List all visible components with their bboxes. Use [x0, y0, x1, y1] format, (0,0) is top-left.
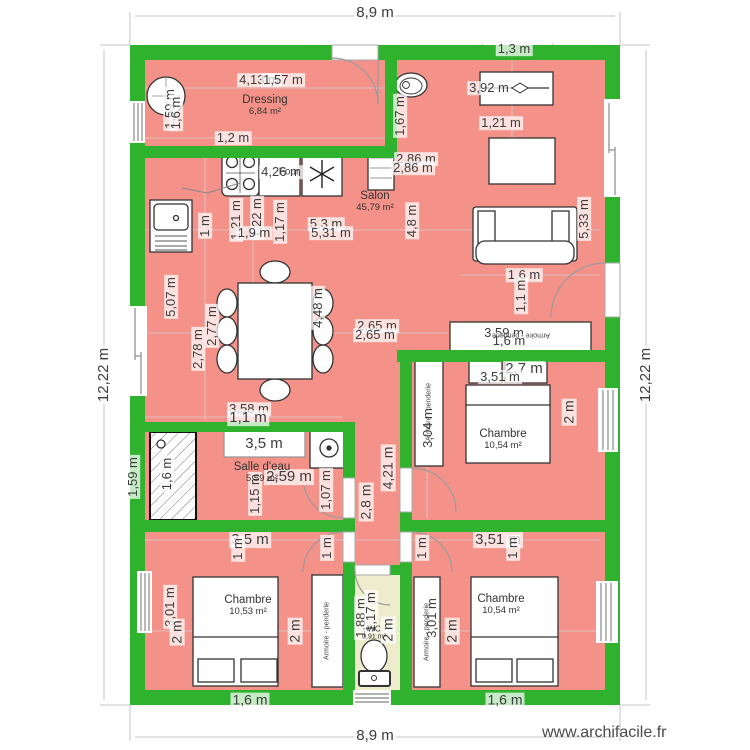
- door-swing-arc: [411, 467, 457, 513]
- bed-icon[interactable]: [470, 576, 559, 687]
- washing-machine-icon[interactable]: [309, 429, 349, 469]
- chair-icon: [312, 344, 334, 374]
- towel-rail-icon[interactable]: [479, 71, 554, 106]
- bed-icon[interactable]: [465, 359, 551, 464]
- door-opening: [604, 262, 621, 318]
- window-icon: [604, 99, 620, 197]
- water-heater-icon[interactable]: [146, 76, 186, 116]
- chair-icon: [216, 288, 238, 318]
- shower-icon[interactable]: [149, 431, 197, 521]
- stove-icon[interactable]: [221, 151, 260, 197]
- washbasin-icon[interactable]: [394, 72, 428, 98]
- door-opening: [342, 477, 356, 519]
- wardrobe-icon[interactable]: [449, 321, 592, 353]
- door-opening: [399, 531, 413, 563]
- chair-icon: [216, 344, 238, 374]
- windows[interactable]: [130, 99, 620, 705]
- door-opening: [399, 467, 413, 513]
- door-opening: [342, 531, 356, 563]
- door-swing-arc: [411, 531, 453, 573]
- dining-table-icon[interactable]: [216, 260, 334, 402]
- chair-icon: [259, 260, 291, 284]
- door-opening: [331, 44, 379, 61]
- sink-icon[interactable]: [149, 182, 241, 253]
- chair-icon: [312, 316, 334, 346]
- vanity-icon[interactable]: [223, 429, 306, 458]
- bed-icon[interactable]: [192, 576, 279, 687]
- window-icon: [130, 306, 147, 396]
- door-opening: [354, 564, 391, 576]
- wardrobe-icon[interactable]: [413, 576, 441, 688]
- watermark: www.archifacile.fr: [542, 724, 667, 741]
- doors[interactable]: [302, 44, 621, 606]
- door-swing-arc: [302, 531, 344, 573]
- door-swing-arc: [331, 57, 379, 105]
- fridge-icon[interactable]: [301, 151, 343, 197]
- wardrobe-icon[interactable]: [311, 574, 344, 688]
- door-swing-arc: [550, 262, 606, 318]
- door-swing-arc: [302, 477, 344, 519]
- cabinet-icon[interactable]: [488, 137, 556, 185]
- chair-icon: [259, 378, 291, 402]
- wardrobe-icon[interactable]: [414, 357, 444, 467]
- oven-icon[interactable]: [258, 151, 301, 197]
- toilet-icon[interactable]: [358, 639, 391, 687]
- chair-icon: [312, 288, 334, 318]
- chair-icon: [216, 316, 238, 346]
- sofa-icon[interactable]: [472, 206, 578, 265]
- window-icon: [596, 581, 618, 643]
